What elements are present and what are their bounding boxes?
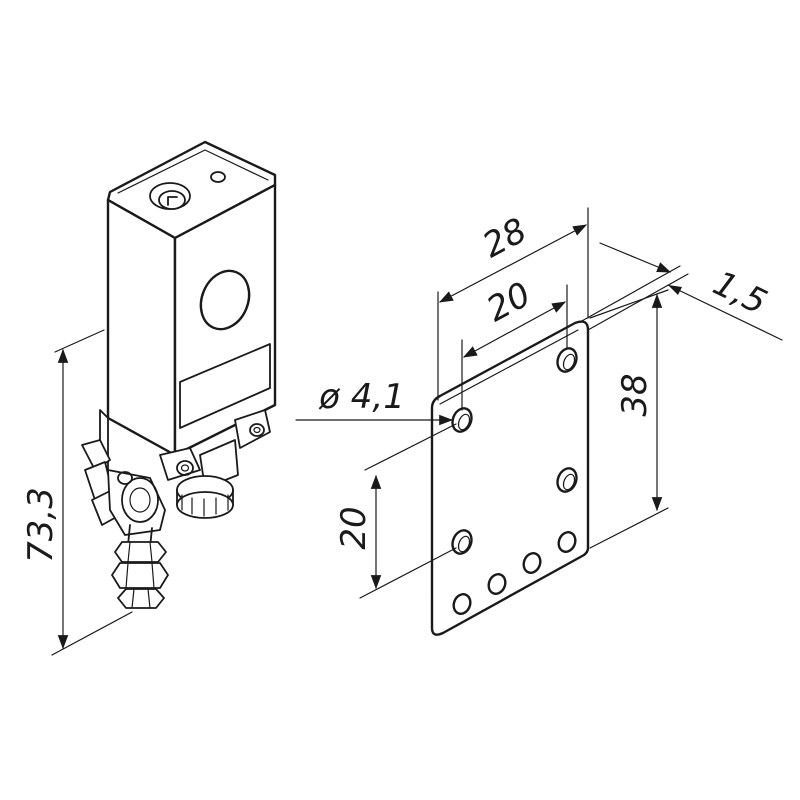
dimension-label-38: 38 [615,373,655,416]
dimension-hole-diameter: ø 4,1 [295,377,454,426]
hole [522,552,542,574]
dimension-label-73-3: 73,3 [21,487,61,563]
hole [451,407,473,433]
dimension-sensor-height: 73,3 [21,348,69,650]
mounting-plate [430,320,590,636]
hole [451,529,473,555]
dimension-hole-spacing-vertical: 20 [334,423,457,599]
hole [487,573,507,595]
hole [557,531,577,553]
dimension-plate-thickness: 1,5 [579,242,783,341]
dimension-label-20-vertical: 20 [334,506,374,549]
dimension-plate-height: 38 [589,289,669,549]
hole [452,593,472,615]
dimension-label-hole-diameter: ø 4,1 [318,377,405,417]
hole [556,467,578,493]
dimension-label-1-5: 1,5 [707,263,773,323]
photoelectric-sensor [51,140,277,656]
